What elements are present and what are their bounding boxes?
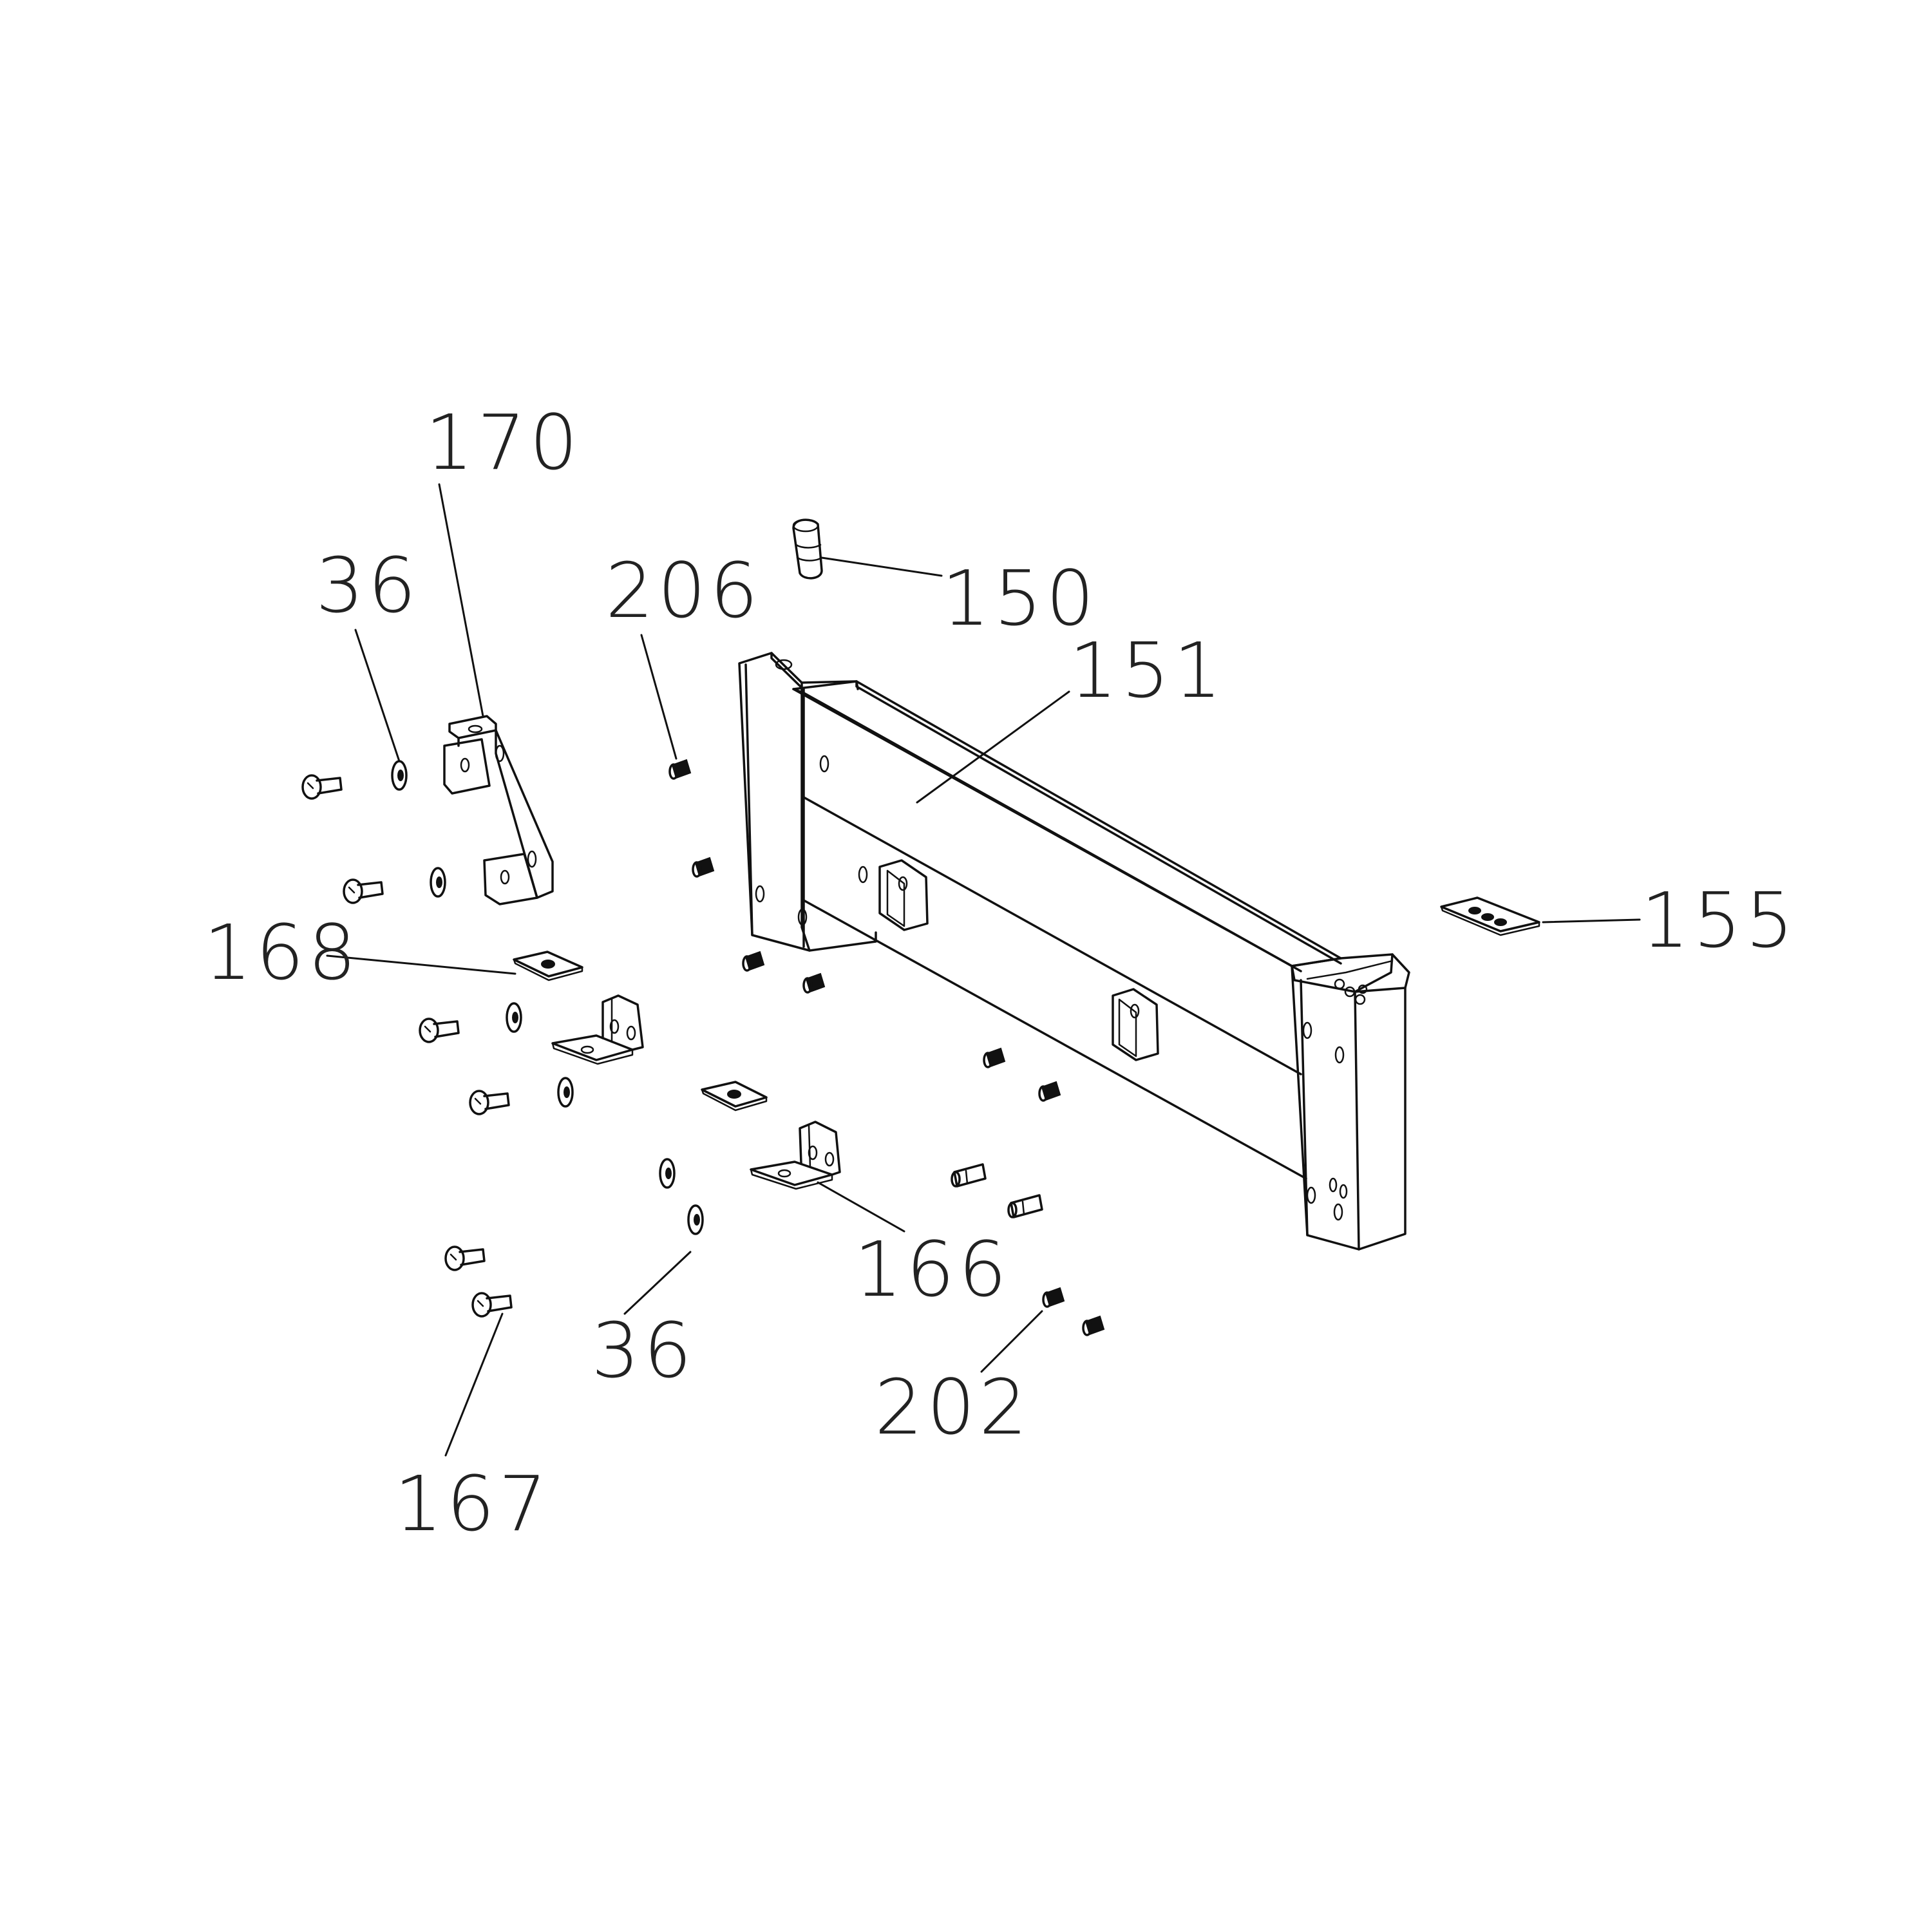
square-plate-168b	[701, 1081, 768, 1112]
washer-5	[659, 1158, 676, 1189]
frame-beam-151	[738, 652, 1410, 1251]
screw-2	[343, 878, 384, 904]
nut-8	[1082, 1315, 1105, 1336]
pin-2	[1007, 1194, 1043, 1218]
nut-6	[1038, 1081, 1061, 1102]
screw-167-group	[301, 774, 513, 1318]
callout-167: 167	[394, 1459, 551, 1548]
screw-4	[469, 1090, 510, 1115]
leader-150	[820, 556, 943, 577]
screw-5	[444, 1245, 486, 1271]
screw-6	[471, 1292, 513, 1318]
washer-2	[430, 867, 446, 898]
callout-36-upper: 36	[316, 541, 420, 630]
callout-155: 155	[1641, 876, 1797, 965]
washer-3	[506, 1002, 522, 1033]
washer-1	[391, 760, 408, 791]
angle-bracket-166a	[551, 994, 644, 1065]
nut-2	[692, 857, 715, 878]
leader-167	[444, 1312, 504, 1457]
leader-151	[916, 690, 1070, 804]
pin-1	[951, 1163, 987, 1188]
nut-4	[802, 972, 826, 994]
leader-166	[817, 1181, 905, 1233]
callout-151: 151	[1069, 626, 1226, 715]
callout-36-lower: 36	[591, 1306, 696, 1395]
washer-4	[557, 1077, 574, 1108]
leader-170	[438, 483, 484, 717]
long-bracket-170	[443, 715, 554, 905]
callout-166: 166	[854, 1225, 1010, 1314]
nut-202-group	[983, 1047, 1105, 1336]
callout-labels: 170 36 206 150 151 155 168 166 36 202 16…	[204, 398, 1797, 1548]
angle-bracket-166b	[750, 1121, 841, 1190]
nut-5	[983, 1047, 1006, 1068]
washer-6	[687, 1204, 704, 1235]
washer-36-group	[391, 760, 704, 1235]
callout-170: 170	[425, 398, 582, 487]
leader-206	[640, 634, 677, 760]
callout-202: 202	[875, 1363, 1031, 1452]
leader-202	[980, 1310, 1043, 1373]
leader-155	[1542, 918, 1641, 923]
leader-lines	[326, 483, 1641, 1457]
leader-36b	[623, 1251, 692, 1315]
callout-168: 168	[204, 908, 360, 997]
nut-1	[668, 759, 692, 780]
plate-part-155	[1440, 896, 1540, 936]
cylinder-part-150	[792, 518, 823, 580]
leader-168	[326, 954, 516, 975]
screw-3	[419, 1018, 460, 1043]
callout-150: 150	[942, 554, 1098, 643]
screw-1	[301, 774, 343, 800]
pin-group	[951, 1163, 1043, 1218]
leader-36a	[354, 629, 401, 762]
nut-7	[1042, 1287, 1065, 1308]
square-plate-168a	[513, 951, 583, 981]
nut-3	[742, 951, 765, 972]
nut-206-group	[668, 759, 826, 994]
callout-206: 206	[605, 546, 762, 635]
